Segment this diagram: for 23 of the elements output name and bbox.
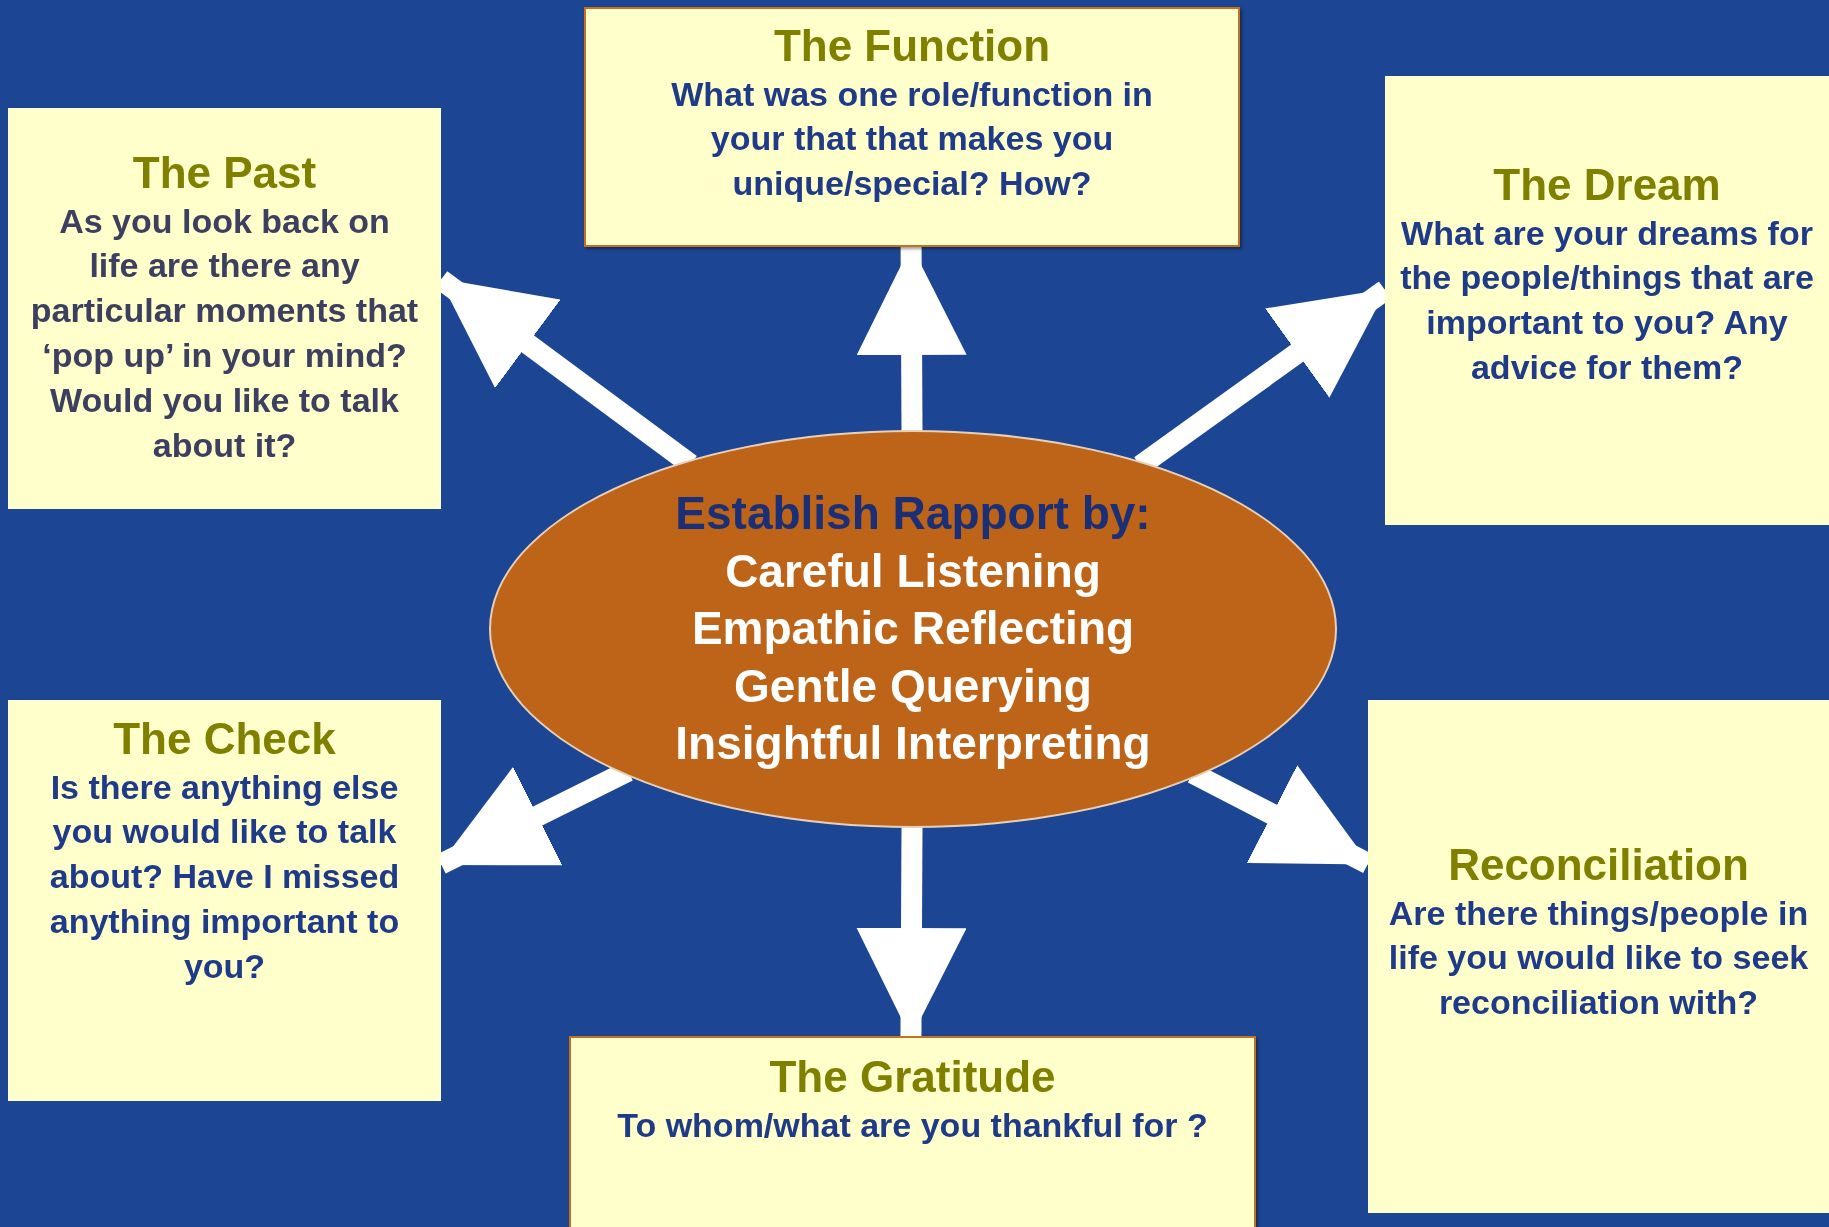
card-text: As you look back on life are there any particular moments that ‘pop up’ in your mind? Would you like to talk about it?	[30, 200, 419, 466]
card-text: Are there things/people in life you would like to seek reconciliation with?	[1387, 892, 1810, 1024]
card-title: The Gratitude	[769, 1052, 1056, 1103]
card-text: Is there anything else you would like to talk about? Have I missed anything important to you?	[48, 766, 401, 988]
card-text: To whom/what are you thankful for ?	[617, 1104, 1208, 1146]
card-title: The Dream	[1493, 160, 1721, 211]
question-card	[8, 108, 441, 509]
question-card	[569, 1036, 1256, 1227]
card-title: The Function	[773, 21, 1051, 72]
question-card	[1385, 76, 1829, 525]
card-text: Gentle Querying	[734, 658, 1092, 714]
card-text: Empathic Reflecting	[691, 601, 1135, 657]
question-card	[8, 700, 441, 1101]
card-title: Reconciliation	[1448, 840, 1749, 891]
question-card	[584, 7, 1240, 247]
card-title: Establish Rapport by:	[675, 486, 1151, 542]
card-text: Insightful Interpreting	[675, 716, 1151, 772]
question-card	[1368, 700, 1829, 1213]
card-title: The Past	[132, 148, 317, 199]
card-text: What are your dreams for the people/things that are important to you? Any advice for them?	[1399, 212, 1815, 389]
card-text: What was one role/function in your that that makes you unique/special? How?	[670, 73, 1154, 205]
card-text: Careful Listening	[725, 543, 1101, 599]
card-title: The Check	[113, 714, 336, 765]
